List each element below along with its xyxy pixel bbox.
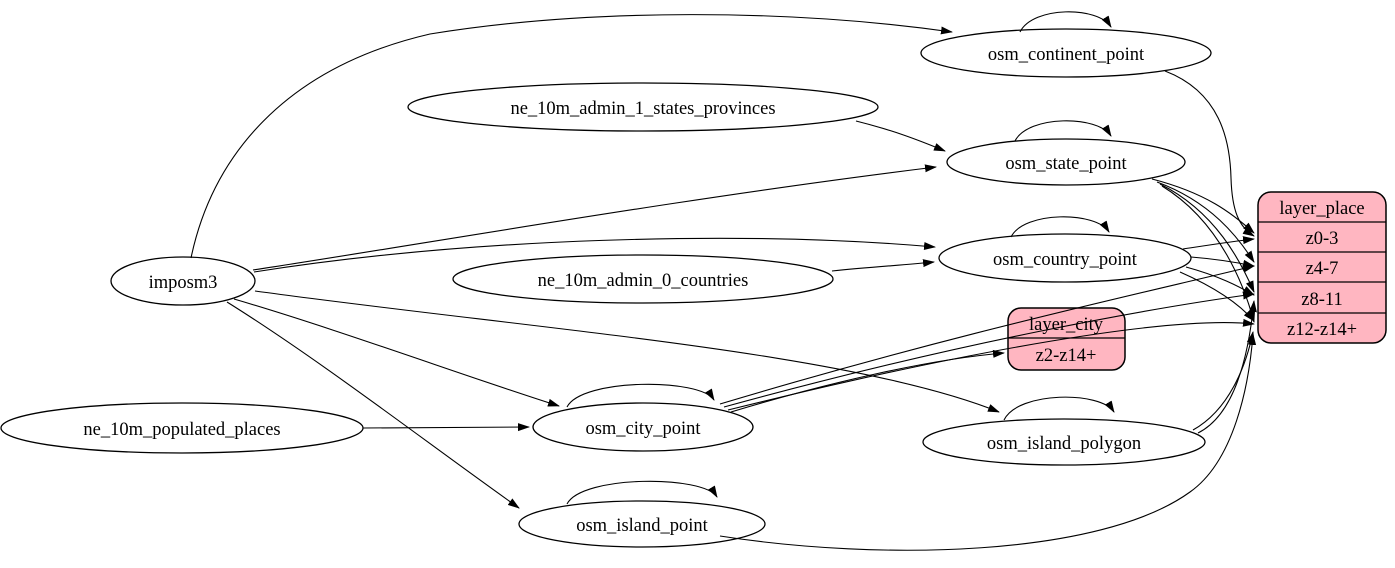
edge-osm_island_polygon-layer_place-z12-z14: [1192, 331, 1255, 431]
node-osm_continent_point: osm_continent_point: [920, 28, 1212, 78]
island-polygon-ellipse: [922, 418, 1206, 466]
edge-imposm3-osm_state_point: [252, 164, 937, 271]
island-point-label: osm_island_point: [576, 516, 708, 536]
self-loop-osm_island_point: [566, 480, 718, 505]
edge-imposm3-osm_island_polygon: [254, 290, 1000, 413]
edge-imposm3-osm_island_point: [226, 301, 520, 509]
edge-ne_10m_admin_1_states_provinces-osm_state_point: [855, 120, 946, 152]
continent-label: osm_continent_point: [988, 45, 1145, 65]
edge-osm_island_point-layer_place-z12-z14: [719, 333, 1257, 551]
layer-place-title: layer_place: [1279, 199, 1364, 219]
imposm3-label: imposm3: [149, 273, 218, 293]
edge-ne_10m_populated_places-osm_city_point: [362, 423, 530, 432]
self-loop-osm_city_point: [566, 383, 715, 408]
edge-osm_country_point-layer_place-z0-3: [1182, 236, 1255, 250]
node-imposm3: imposm3: [110, 256, 256, 306]
layer-place-box: [1257, 191, 1387, 344]
node-osm_city_point: osm_city_point: [532, 402, 754, 452]
self-loop-osm_continent_point: [1019, 11, 1112, 33]
edge-osm_island_polygon-layer_place-z8-11: [1197, 300, 1257, 434]
edge-osm_city_point-layer_place-z4-7: [719, 264, 1255, 405]
ne0-ellipse: [452, 254, 834, 304]
edge-osm_country_point-layer_place-z12-z14: [1179, 271, 1255, 322]
edge-osm_city_point-layer_place-z12-z14: [727, 318, 1255, 411]
self-loop-osm_country_point: [1010, 216, 1110, 238]
edge-osm_city_point-layer_city-z2-z14: [730, 349, 1005, 413]
city-label: osm_city_point: [585, 419, 701, 439]
edge-imposm3-osm_continent_point: [190, 14, 953, 259]
city-ellipse: [532, 402, 754, 452]
node-ne_10m_populated_places: ne_10m_populated_places: [0, 402, 364, 454]
edge-osm_state_point-layer_place-z4-7: [1156, 181, 1255, 263]
edge-osm_state_point-layer_place-z0-3: [1151, 178, 1255, 234]
edge-osm_continent_point-layer_place-z0-3: [1164, 70, 1255, 237]
edge-osm_state_point-layer_place-z8-11: [1159, 183, 1255, 293]
node-osm_country_point: osm_country_point: [938, 233, 1192, 283]
layer-city-row-z2-z14: z2-z14+: [1036, 346, 1097, 366]
node-layer_place: layer_place z0-3 z4-7 z8-11 z12-z14+: [1257, 191, 1387, 344]
ne0-label: ne_10m_admin_0_countries: [538, 271, 749, 291]
country-label: osm_country_point: [993, 250, 1138, 270]
nepop-label: ne_10m_populated_places: [83, 420, 280, 440]
continent-ellipse: [920, 28, 1212, 78]
layer-place-row-z8-11: z8-11: [1301, 290, 1342, 310]
self-loop-osm_state_point: [1014, 120, 1112, 142]
ne1-label: ne_10m_admin_1_states_provinces: [510, 99, 775, 119]
self-loop-osm_island_polygon: [1003, 396, 1115, 421]
node-osm_island_point: osm_island_point: [518, 500, 766, 548]
node-osm_island_polygon: osm_island_polygon: [922, 418, 1206, 466]
edge-imposm3-osm_city_point: [233, 298, 560, 407]
edge-ne_10m_admin_0_countries-osm_country_point: [831, 259, 935, 272]
edge-imposm3-osm_country_point: [253, 237, 936, 273]
node-osm_state_point: osm_state_point: [946, 138, 1186, 186]
layer-place-row-z4-7: z4-7: [1306, 259, 1339, 279]
country-ellipse: [938, 233, 1192, 283]
node-ne_10m_admin_1_states_provinces: ne_10m_admin_1_states_provinces: [407, 82, 879, 132]
layer-city-title: layer_city: [1029, 315, 1104, 335]
imposm3-ellipse: [110, 256, 256, 306]
edge-osm_country_point-layer_place-z4-7: [1190, 256, 1255, 268]
layer-place-row-z0-3: z0-3: [1306, 229, 1339, 249]
state-ellipse: [946, 138, 1186, 186]
node-ne_10m_admin_0_countries: ne_10m_admin_0_countries: [452, 254, 834, 304]
edge-osm_city_point-layer_place-z8-11: [723, 291, 1255, 408]
island-polygon-label: osm_island_polygon: [987, 434, 1141, 454]
ne1-ellipse: [407, 82, 879, 132]
state-label: osm_state_point: [1005, 154, 1127, 174]
layer-place-row-z12-z14: z12-z14+: [1287, 320, 1357, 340]
island-point-ellipse: [518, 500, 766, 548]
